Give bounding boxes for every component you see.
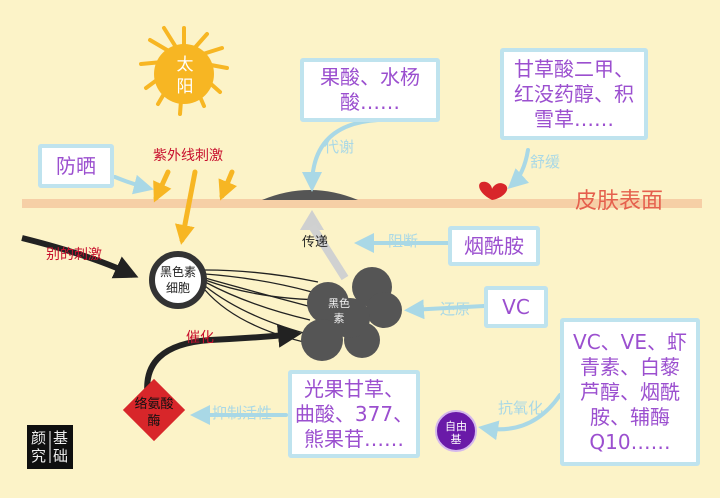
melanin-granules bbox=[301, 267, 402, 361]
niacinamide-box: 烟酰胺 bbox=[448, 226, 540, 266]
vc-text: VC bbox=[502, 294, 530, 319]
transfer-label: 传递 bbox=[302, 235, 329, 250]
other-stimulus-label: 别的刺激 bbox=[46, 247, 102, 263]
inhibitors-line: 光果甘草、 bbox=[304, 376, 404, 401]
sun-label: 太阳 bbox=[176, 55, 194, 97]
reduce-arrow bbox=[404, 299, 486, 320]
antioxidize-arrow bbox=[478, 393, 562, 441]
free-radical-label: 自由基 bbox=[445, 420, 467, 446]
sunscreen-text: 防晒 bbox=[56, 153, 96, 178]
vc-box: VC bbox=[484, 286, 548, 328]
uv-arrow-right bbox=[218, 169, 237, 201]
soothing-ingredients-box: 甘草酸二甲、 红没药醇、积 雪草…… bbox=[500, 48, 648, 140]
antioxidants-line: 青素、白藜 bbox=[580, 354, 680, 379]
free-radical-shape bbox=[435, 410, 477, 452]
transfer-arrow-shaft bbox=[308, 223, 349, 281]
melanocyte-cell bbox=[149, 251, 207, 309]
antioxidants-box: VC、VE、虾 青素、白藜 芦醇、烟酰 胺、辅酶 Q10…… bbox=[560, 318, 700, 466]
logo-char: 础 bbox=[53, 447, 69, 465]
tyrosinase-shape bbox=[122, 378, 186, 442]
sunscreen-arrow bbox=[113, 174, 154, 195]
soothing-line: 雪草…… bbox=[534, 106, 614, 131]
other-stimulus-arrow bbox=[21, 235, 139, 279]
logo-char: 究 bbox=[31, 447, 47, 465]
fruit-acids-line: 果酸、水杨 bbox=[320, 65, 420, 89]
melanin-label: 黑色素 bbox=[328, 297, 350, 325]
antioxidants-line: Q10…… bbox=[589, 429, 671, 454]
niacinamide-text: 烟酰胺 bbox=[464, 233, 524, 258]
soothing-line: 甘草酸二甲、 bbox=[514, 56, 634, 81]
antioxidants-line: VC、VE、虾 bbox=[573, 329, 687, 354]
skin-surface-label: 皮肤表面 bbox=[575, 189, 664, 214]
inhibit-label: 抑制活性 bbox=[212, 404, 273, 422]
soothing-line: 红没药醇、积 bbox=[514, 81, 634, 106]
skin-surface-line bbox=[22, 199, 702, 208]
sun-icon bbox=[139, 26, 229, 116]
tyrosinase-label: 络氨酸酶 bbox=[134, 397, 174, 429]
skin-dead-cell-shape bbox=[262, 190, 358, 200]
logo-char: 基 bbox=[53, 429, 69, 447]
tyrosinase-inhibitors-box: 光果甘草、 曲酸、377、 熊果苷…… bbox=[288, 370, 420, 458]
block-label: 阻断 bbox=[388, 232, 419, 250]
sunscreen-box: 防晒 bbox=[38, 144, 114, 188]
soothe-label: 舒缓 bbox=[530, 153, 561, 171]
melanocyte-label: 黑色素细胞 bbox=[159, 265, 196, 295]
catalysis-arrow bbox=[144, 323, 302, 399]
catalysis-label: 催化 bbox=[186, 330, 214, 346]
fruit-acids-box: 果酸、水杨 酸…… bbox=[300, 58, 440, 122]
transfer-arrow-head bbox=[300, 210, 324, 230]
logo-char: 颜 bbox=[31, 429, 47, 447]
metabolism-label: 代谢 bbox=[324, 138, 355, 156]
soothe-arrow bbox=[507, 148, 530, 190]
inhibitors-line: 曲酸、377、 bbox=[294, 401, 414, 426]
antioxidants-line: 胺、辅酶 bbox=[590, 404, 670, 429]
antioxidize-label: 抗氧化 bbox=[498, 399, 544, 417]
uv-arrow-middle bbox=[174, 169, 198, 245]
fruit-acids-line: 酸…… bbox=[340, 90, 400, 114]
uv-arrow-left bbox=[153, 169, 172, 203]
inhibitors-line: 熊果苷…… bbox=[304, 426, 404, 451]
antioxidants-line: 芦醇、烟酰 bbox=[580, 379, 680, 404]
heart-icon bbox=[479, 181, 508, 200]
reduce-label: 还原 bbox=[440, 300, 471, 318]
uv-stimulus-label: 紫外线刺激 bbox=[153, 148, 223, 164]
